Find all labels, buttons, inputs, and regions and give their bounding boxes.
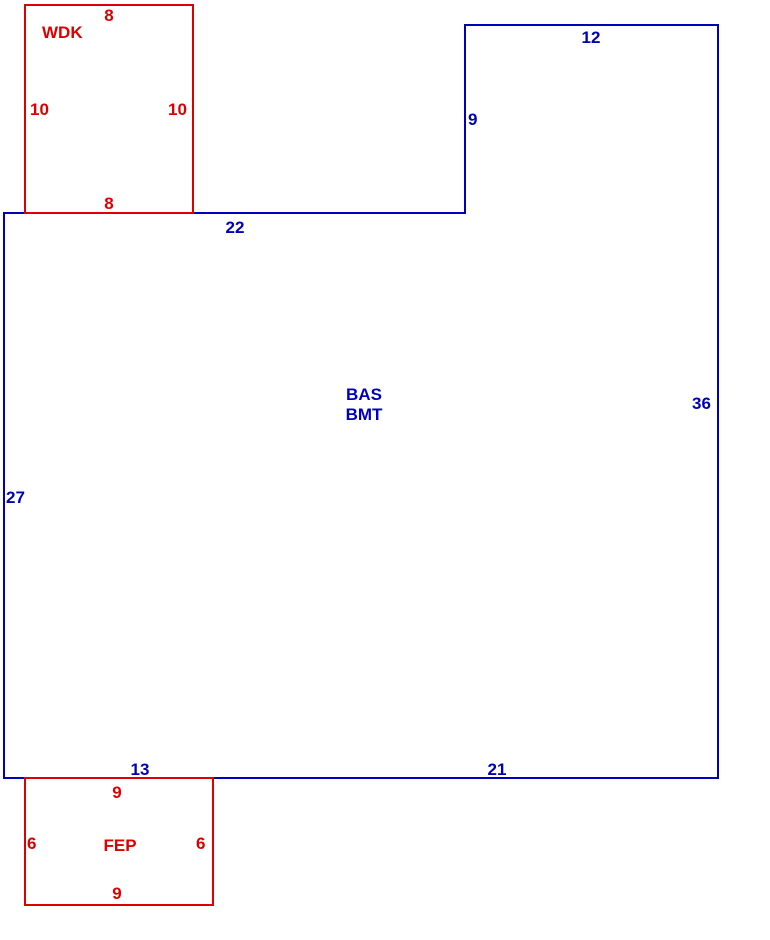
wdk-area-outline	[24, 4, 194, 214]
fep-dim-right: 6	[196, 834, 206, 853]
bas-dim-right: 36	[692, 394, 711, 413]
bas-area-label-line1: BAS	[346, 385, 382, 404]
wdk-dim-bottom: 8	[104, 194, 114, 213]
fep-dim-left: 6	[27, 834, 37, 853]
fep-area-label: FEP	[103, 836, 137, 855]
wdk-dim-top: 8	[104, 6, 114, 25]
bas-area-label-line2: BMT	[345, 405, 383, 424]
bas-dim-left: 27	[6, 488, 25, 507]
wdk-area-label: WDK	[42, 23, 83, 42]
bas-dim-notch-right: 9	[468, 110, 478, 129]
fep-area-outline	[24, 777, 214, 906]
bas-dim-bottom-right: 21	[487, 760, 507, 779]
bas-dim-bottom-left: 13	[130, 760, 150, 779]
bas-dim-upper-left: 22	[225, 218, 245, 237]
fep-dim-top: 9	[112, 783, 122, 802]
wdk-dim-right: 10	[168, 100, 187, 119]
wdk-dim-left: 10	[30, 100, 49, 119]
fep-dim-bottom: 9	[112, 884, 122, 903]
bas-dim-top: 12	[581, 28, 601, 47]
